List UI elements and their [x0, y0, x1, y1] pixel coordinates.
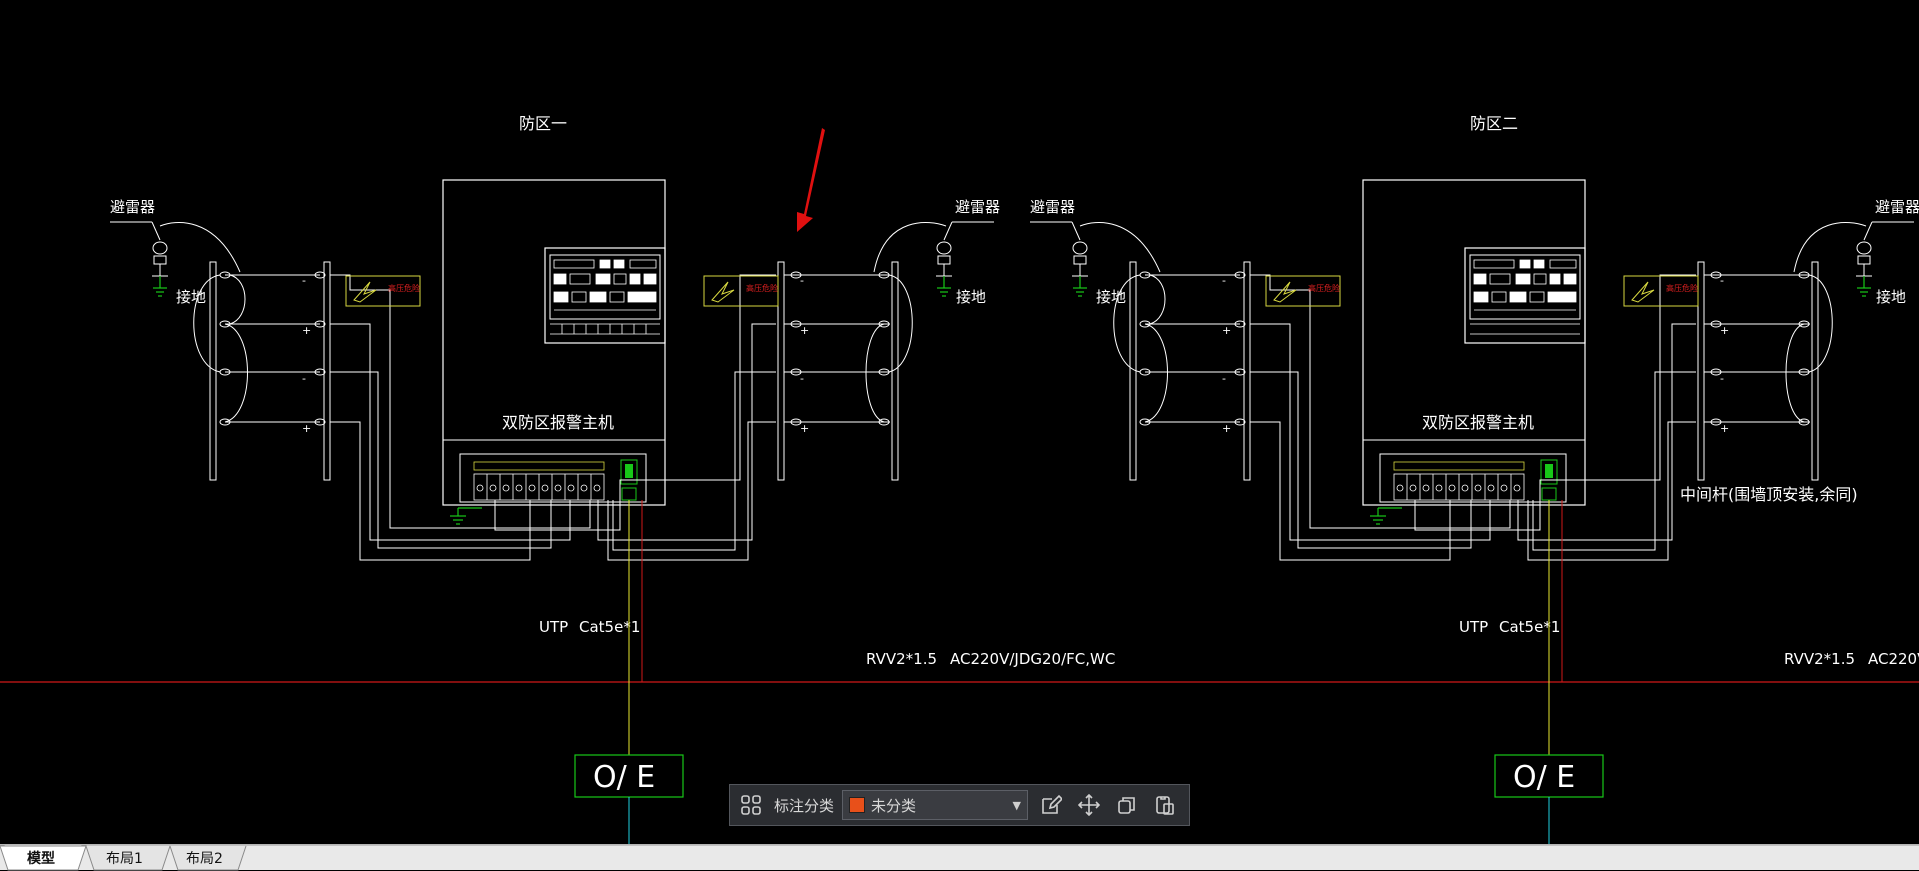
zone2-arrester-right: [1856, 241, 1872, 255]
zone2-arrester-right-label: 避雷器: [1875, 198, 1919, 216]
zone1-warning-sign-left: [345, 275, 421, 307]
zone2-ground-right: 接地: [1876, 288, 1906, 306]
svg-text:+: +: [1720, 422, 1729, 435]
zone1-host-label: 双防区报警主机: [502, 413, 614, 432]
zone1-utp-label: UTP: [539, 618, 568, 636]
chevron-down-icon: ▼: [1012, 798, 1022, 812]
category-value: 未分类: [871, 796, 917, 815]
svg-text:+: +: [800, 324, 809, 337]
annotation-toolbar: 标注分类 未分类 ▼: [729, 784, 1190, 826]
zone2-warning-sign-left: [1265, 275, 1341, 307]
tab-layout2-label: 布局2: [186, 851, 223, 867]
svg-text:+: +: [302, 324, 311, 337]
grid-icon[interactable]: [736, 790, 766, 820]
zone2-warning-sign-right: [1623, 275, 1699, 307]
zone2-host-label: 双防区报警主机: [1422, 413, 1534, 432]
svg-text:-: -: [302, 274, 306, 287]
svg-text:-: -: [1720, 274, 1724, 287]
svg-text:高压危险: 高压危险: [1308, 283, 1340, 293]
zone2-arrester-left: [1072, 241, 1088, 255]
svg-text:高压危险: 高压危险: [746, 283, 778, 293]
zone1-arrester-right: [936, 241, 952, 255]
svg-text:高压危险: 高压危险: [1666, 283, 1698, 293]
arrow-annotation: [797, 128, 825, 232]
zone2-cable-label: Cat5e*1: [1499, 618, 1560, 636]
category-color-swatch: [849, 797, 866, 813]
svg-text:-: -: [1720, 372, 1724, 385]
drawing-canvas[interactable]: RVV2*1.5 AC220V/JDG20/FC,WC RVV2*1.5 AC2…: [0, 0, 1919, 844]
svg-text:+: +: [1222, 324, 1231, 337]
copy-icon[interactable]: [1112, 790, 1142, 820]
rvv-label-1: RVV2*1.5: [866, 650, 937, 668]
svg-text:+: +: [302, 422, 311, 435]
zone2-arrester-left-label: 避雷器: [1030, 198, 1075, 216]
rvv-label-2: RVV2*1.5: [1784, 650, 1855, 668]
zone2-title: 防区二: [1470, 114, 1518, 133]
zone2-ground-left: 接地: [1096, 288, 1126, 306]
zone1-arrester-left-label: 避雷器: [110, 198, 155, 216]
category-dropdown[interactable]: 未分类 ▼: [842, 790, 1029, 820]
zone1-control-panel: [544, 247, 666, 344]
cad-drawing: RVV2*1.5 AC220V/JDG20/FC,WC RVV2*1.5 AC2…: [0, 114, 1919, 844]
svg-text:-: -: [1222, 274, 1226, 287]
zone1-arrester-left: [152, 241, 168, 255]
zone2-oe-label: O/ E: [1513, 760, 1575, 795]
layout-tab-bar: 模型 布局1 布局2: [0, 844, 1919, 871]
move-icon[interactable]: [1074, 790, 1104, 820]
power-label-2: AC220V/JDG20/FC,WC: [1868, 650, 1919, 668]
edit-icon[interactable]: [1036, 790, 1066, 820]
zone-one-diagram: 防区一 双防区报警主机: [110, 114, 1000, 844]
svg-text:+: +: [800, 422, 809, 435]
svg-text:+: +: [1222, 422, 1231, 435]
zone1-warning-sign-right: [703, 275, 779, 307]
svg-text:+: +: [1720, 324, 1729, 337]
zone1-title: 防区一: [519, 114, 567, 133]
zone1-ground-left: 接地: [176, 288, 206, 306]
tab-model-label: 模型: [27, 850, 55, 867]
zone2-utp-label: UTP: [1459, 618, 1488, 636]
zone1-oe-label: O/ E: [593, 760, 655, 795]
zone1-arrester-right-label: 避雷器: [955, 198, 1000, 216]
svg-text:-: -: [800, 372, 804, 385]
zone2-terminal-block: [1393, 473, 1525, 501]
paste-icon[interactable]: [1150, 790, 1180, 820]
annotation-category-label: 标注分类: [774, 796, 835, 815]
zone2-control-panel: [1464, 247, 1586, 344]
svg-text:-: -: [302, 372, 306, 385]
power-label-1: AC220V/JDG20/FC,WC: [950, 650, 1115, 668]
svg-text:-: -: [1222, 372, 1226, 385]
zone-two-diagram: 防区二 双防区报警主机: [1030, 114, 1919, 844]
tab-layout1-label: 布局1: [106, 851, 143, 867]
svg-text:-: -: [800, 274, 804, 287]
zone1-ground-right: 接地: [956, 288, 986, 306]
zone1-cable-label: Cat5e*1: [579, 618, 640, 636]
mid-pole-note: 中间杆(围墙顶安装,余同): [1680, 485, 1858, 504]
svg-text:高压危险: 高压危险: [388, 283, 420, 293]
zone1-terminal-block: [473, 473, 605, 501]
